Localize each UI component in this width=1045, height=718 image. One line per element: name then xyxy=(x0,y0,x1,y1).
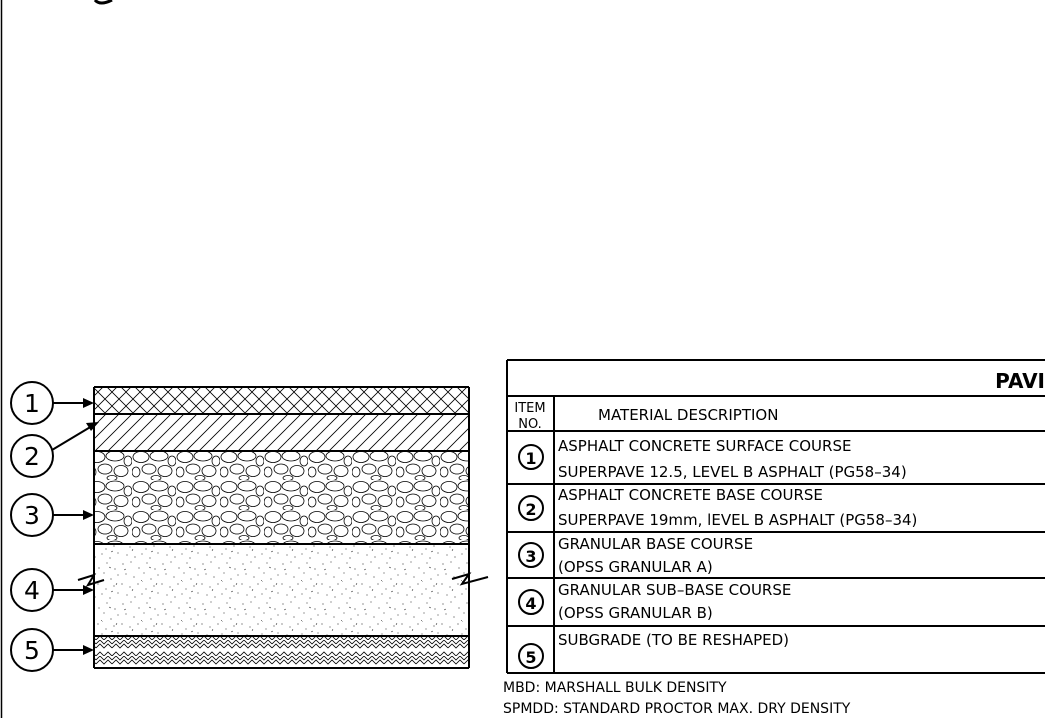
row-line1: GRANULAR BASE COURSE xyxy=(558,535,753,553)
note-mbd: MBD: MARSHALL BULK DENSITY xyxy=(503,680,727,696)
header-item-no-line2: NO. xyxy=(518,417,542,432)
pavement-cross-section xyxy=(77,386,489,669)
row-line2: (OPSS GRANULAR A) xyxy=(558,558,713,576)
row-line1: ASPHALT CONCRETE SURFACE COURSE xyxy=(558,437,851,455)
break-symbol-right xyxy=(451,572,489,586)
layer-callouts: 1 2 3 4 5 xyxy=(10,381,99,672)
note-spmdd: SPMDD: STANDARD PROCTOR MAX. DRY DENSITY xyxy=(503,701,851,717)
row-number: 3 xyxy=(525,547,536,566)
row-line1: SUBGRADE (TO BE RESHAPED) xyxy=(558,631,789,649)
table-title: PAVI xyxy=(995,369,1045,393)
row-line1: GRANULAR SUB–BASE COURSE xyxy=(558,581,791,599)
header-item-no-line1: ITEM xyxy=(514,401,545,416)
callout-number: 1 xyxy=(24,389,40,418)
row-line2: (OPSS GRANULAR B) xyxy=(558,604,713,622)
row-number: 4 xyxy=(525,594,536,613)
callout-number: 4 xyxy=(24,576,40,605)
layer-5-subgrade xyxy=(94,636,469,668)
material-table: PAVI ITEM NO. MATERIAL DESCRIPTION 1 ASP… xyxy=(506,359,1045,674)
callout-number: 2 xyxy=(24,442,40,471)
break-symbol-left xyxy=(77,573,105,587)
callout-1: 1 xyxy=(10,381,94,425)
layer-2-base xyxy=(94,414,469,451)
callout-4: 4 xyxy=(10,568,94,612)
callout-number: 5 xyxy=(24,636,40,665)
callout-2: 2 xyxy=(10,422,99,478)
row-line2: SUPERPAVE 19mm, lEVEL B ASPHALT (PG58–34… xyxy=(558,511,917,529)
callout-number: 3 xyxy=(24,501,40,530)
row-line2: SUPERPAVE 12.5, LEVEL B ASPHALT (PG58–34… xyxy=(558,463,907,481)
callout-3: 3 xyxy=(10,493,94,537)
table-row: 3 GRANULAR BASE COURSE (OPSS GRANULAR A) xyxy=(518,535,753,576)
title-curve-fragment xyxy=(93,0,113,5)
header-material-description: MATERIAL DESCRIPTION xyxy=(598,406,778,424)
table-row: 1 ASPHALT CONCRETE SURFACE COURSE SUPERP… xyxy=(518,437,907,481)
layer-4-granular-b xyxy=(94,544,469,636)
layer-3-granular-a xyxy=(94,451,469,544)
layer-1-surface xyxy=(94,387,469,414)
table-row: 4 GRANULAR SUB–BASE COURSE (OPSS GRANULA… xyxy=(518,581,791,622)
row-line1: ASPHALT CONCRETE BASE COURSE xyxy=(558,486,823,504)
row-number: 2 xyxy=(525,500,536,519)
row-number: 5 xyxy=(525,648,536,667)
row-number: 1 xyxy=(525,449,536,468)
callout-5: 5 xyxy=(10,628,94,672)
table-row: 2 ASPHALT CONCRETE BASE COURSE SUPERPAVE… xyxy=(518,486,917,529)
table-row: 5 SUBGRADE (TO BE RESHAPED) xyxy=(518,631,789,669)
